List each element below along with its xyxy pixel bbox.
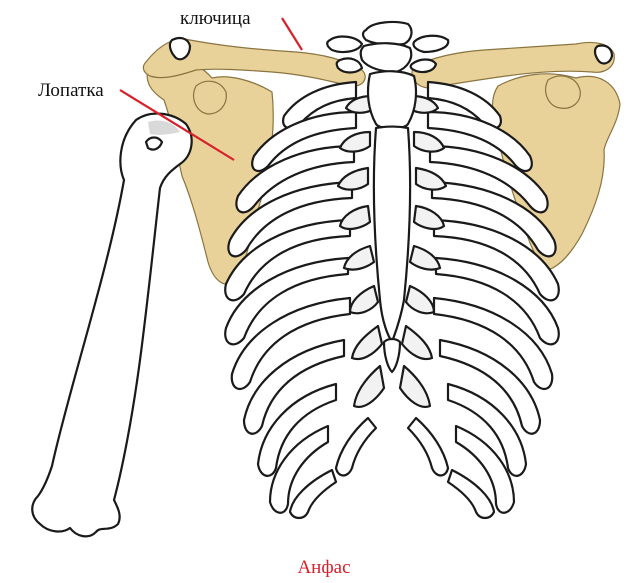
- label-clavicle-text: ключица: [180, 8, 251, 29]
- clavicle-pointer-line: [282, 18, 302, 50]
- humerus: [32, 114, 191, 537]
- view-label: Анфас: [297, 557, 350, 578]
- label-scapula-text: Лопатка: [38, 80, 104, 101]
- cervical-vertebrae: [327, 22, 448, 73]
